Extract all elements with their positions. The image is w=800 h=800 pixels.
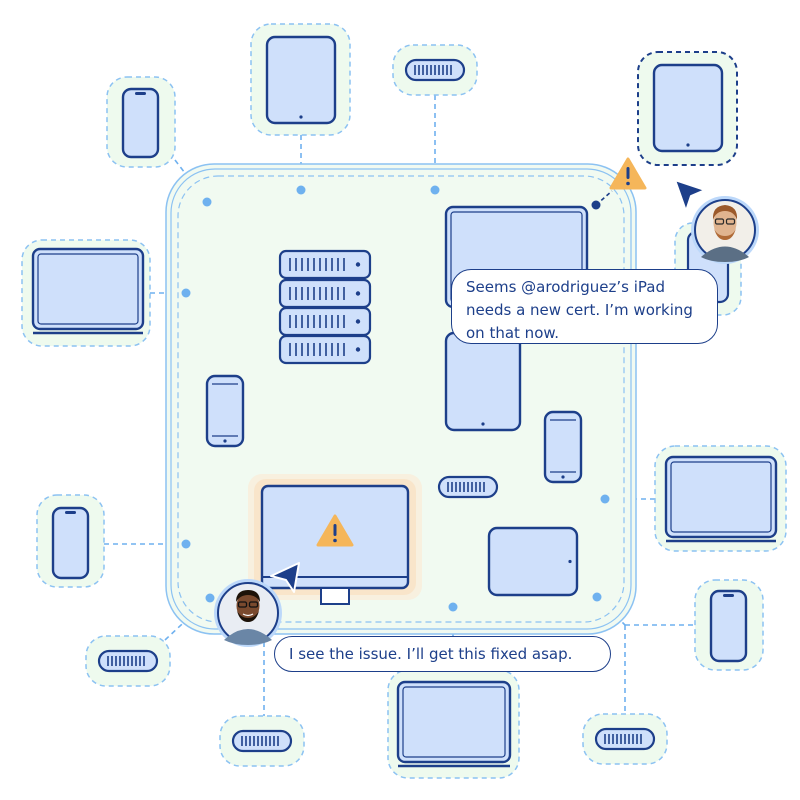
chat-message-text: Seems @arodriguez’s iPad needs a new cer… <box>466 278 693 342</box>
outer-blade-bottom[interactable] <box>219 715 305 767</box>
outer-blade-top[interactable] <box>392 44 478 96</box>
user-avatar[interactable] <box>214 579 282 647</box>
pointer-arrow-icon <box>674 179 706 212</box>
outer-tablet-top[interactable] <box>250 23 351 136</box>
outer-laptop-bottom[interactable] <box>387 669 520 779</box>
outer-blade-bottom-right[interactable] <box>582 713 668 765</box>
inner-phone-left[interactable] <box>205 374 245 448</box>
outer-laptop-left[interactable] <box>21 239 151 347</box>
inner-tablet-landscape[interactable] <box>487 526 579 597</box>
inner-blade[interactable] <box>437 475 499 499</box>
outer-blade-bottom-left[interactable] <box>85 635 171 687</box>
outer-tablet-selected[interactable] <box>637 51 738 166</box>
outer-phone-right-lower[interactable] <box>694 579 764 671</box>
warning-triangle-icon <box>316 514 354 547</box>
user-avatar[interactable] <box>691 196 759 264</box>
inner-tablet[interactable] <box>444 331 522 432</box>
chat-message-text: I see the issue. I’ll get this fixed asa… <box>289 645 573 663</box>
outer-phone-left-lower[interactable] <box>36 494 105 588</box>
pointer-arrow-icon <box>270 562 300 593</box>
inner-phone-right[interactable] <box>543 410 583 484</box>
chat-message-top: Seems @arodriguez’s iPad needs a new cer… <box>451 269 718 344</box>
inner-server-rack[interactable] <box>278 249 372 365</box>
outer-laptop-right[interactable] <box>654 445 787 552</box>
selection-link <box>591 190 613 210</box>
outer-phone-top-left[interactable] <box>106 76 176 168</box>
warning-triangle-icon <box>609 157 647 190</box>
connector-dots <box>181 185 610 612</box>
chat-message-bottom: I see the issue. I’ll get this fixed asa… <box>274 636 611 672</box>
